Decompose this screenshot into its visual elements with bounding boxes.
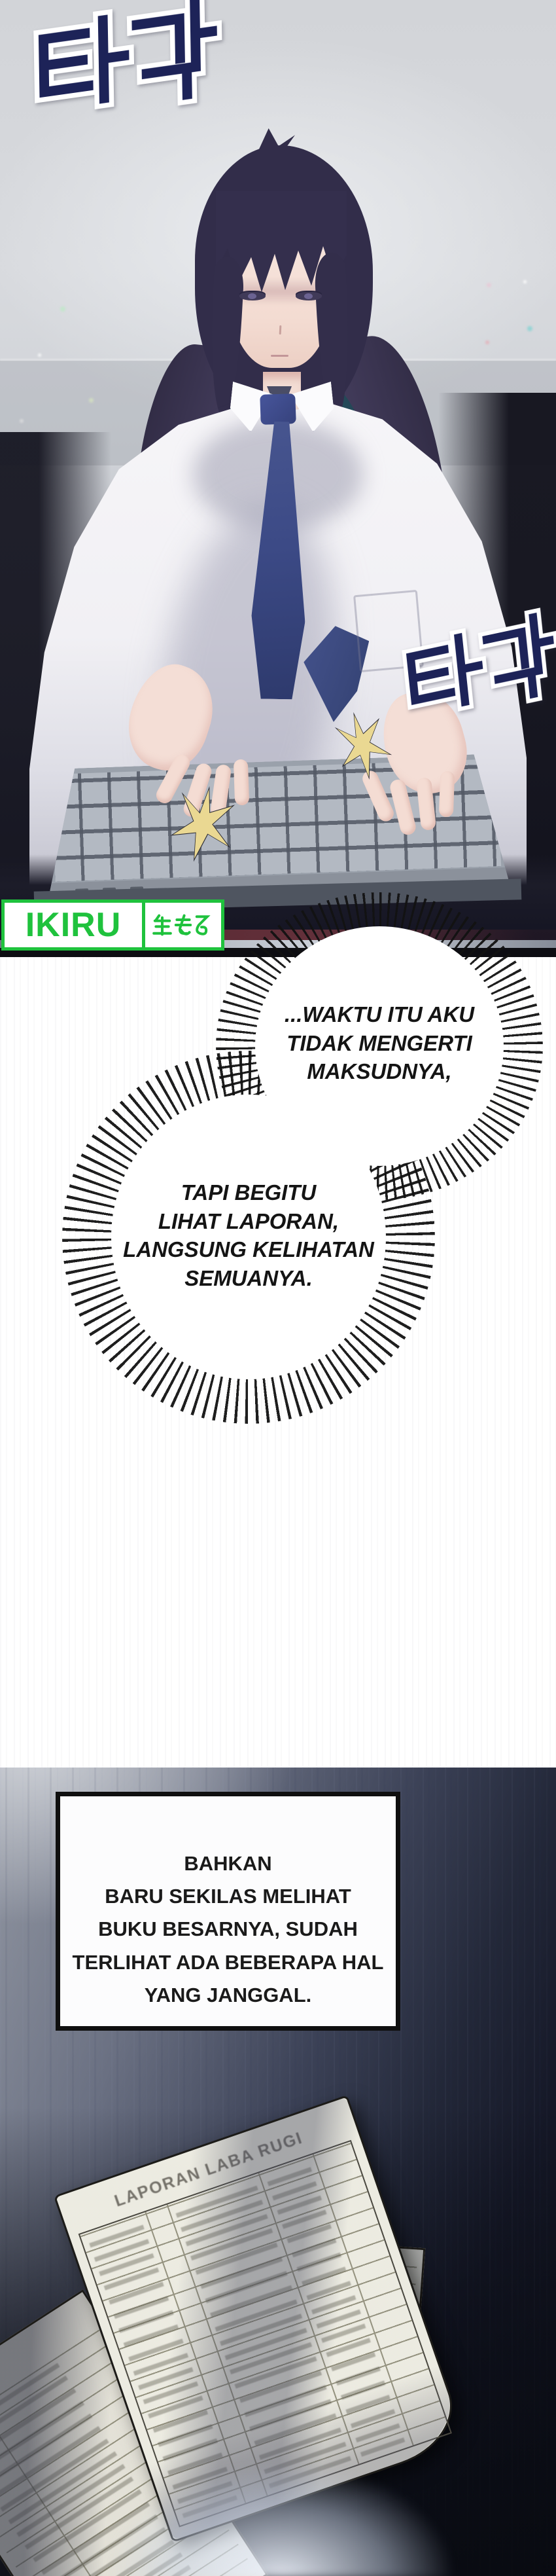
finger — [438, 771, 455, 818]
speech-bubble-1-text: ...WAKTU ITU AKU TIDAK MENGERTI MAKSUDNY… — [262, 1000, 497, 1086]
speech-bubble-2-text: TAPI BEGITU LIHAT LAPORAN, LANGSUNG KELI… — [118, 1178, 379, 1292]
bubble-text-line: LIHAT LAPORAN, — [158, 1208, 339, 1233]
pupil-right — [304, 293, 313, 299]
publisher-logo: IKIRU 生きる — [1, 899, 224, 951]
bokeh-dot — [527, 326, 532, 331]
bokeh-dot — [20, 419, 24, 423]
bokeh-dot — [523, 280, 527, 283]
logo-text-japanese: 生きる — [145, 899, 224, 951]
narration-line: BARU SEKILAS MELIHAT — [105, 1885, 351, 1908]
finger — [233, 759, 250, 806]
bokeh-dot — [60, 306, 65, 312]
narration-line: BUKU BESARNYA, SUDAH — [98, 1917, 358, 1941]
logo-text-ikiru: IKIRU — [1, 899, 145, 951]
narration-line: TERLIHAT ADA BEBERAPA HAL — [72, 1950, 384, 1974]
sfx-korean-glyphs — [402, 608, 556, 712]
narration-line: BAHKAN — [184, 1852, 272, 1875]
logo-jp-glyphs — [152, 914, 211, 936]
narration-text: BAHKAN BARU SEKILAS MELIHAT BUKU BESARNY… — [60, 1847, 396, 2012]
bubble-text-line: MAKSUDNYA, — [307, 1059, 452, 1084]
light-glow — [111, 2465, 451, 2576]
bokeh-dot — [38, 354, 41, 357]
bokeh-dot — [487, 283, 491, 287]
narration-line: YANG JANGGAL. — [144, 1983, 312, 2006]
bubble-text-line: LANGSUNG KELIHATAN — [123, 1237, 374, 1262]
bubble-text-line: ...WAKTU ITU AKU — [284, 1002, 475, 1026]
panel-typing-scene: 타각 타각 — [0, 0, 556, 957]
bokeh-dot — [485, 340, 489, 344]
sfx-korean-glyphs — [33, 0, 222, 110]
narration-box: BAHKAN BARU SEKILAS MELIHAT BUKU BESARNY… — [56, 1792, 400, 2031]
dark-documents-section: BAHKAN BARU SEKILAS MELIHAT BUKU BESARNY… — [0, 1768, 556, 2576]
bubble-text-line: SEMUANYA. — [184, 1265, 313, 1290]
sfx-typing-mid: 타각 — [393, 606, 556, 727]
speech-bubble-2 — [111, 1095, 386, 1379]
sfx-typing-top: 타각 — [25, 0, 222, 122]
mouth — [271, 355, 288, 357]
eye-right — [296, 292, 322, 300]
tie-knot — [260, 393, 296, 425]
bubble-text-line: TAPI BEGITU — [181, 1180, 317, 1205]
eye-left — [239, 292, 266, 300]
bubble-text-line: TIDAK MENGERTI — [287, 1030, 472, 1055]
bokeh-dot — [89, 398, 94, 403]
pupil-left — [248, 293, 256, 299]
